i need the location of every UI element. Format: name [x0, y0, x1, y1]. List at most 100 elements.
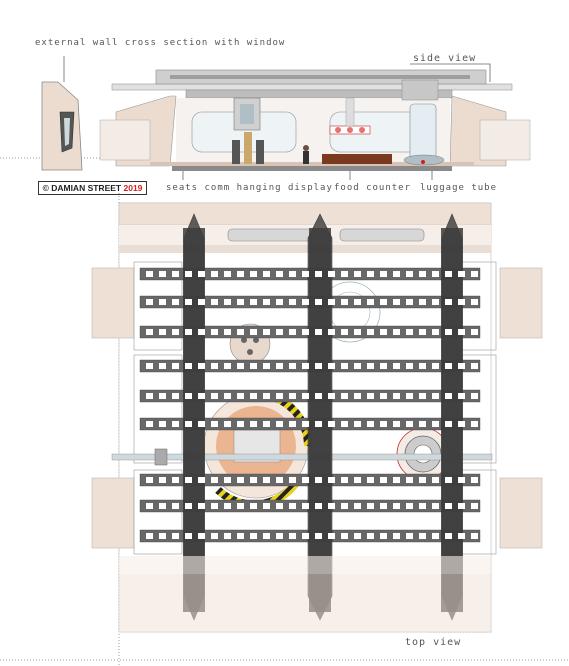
- seat-marker: [185, 421, 192, 427]
- seat-marker: [146, 363, 153, 369]
- seat-marker: [471, 299, 478, 305]
- seat-marker: [341, 271, 348, 277]
- seat-marker: [328, 421, 335, 427]
- seat-marker: [185, 329, 192, 335]
- seat-marker: [393, 299, 400, 305]
- seat-marker: [432, 533, 439, 539]
- seat-marker: [263, 503, 270, 509]
- seat-marker: [172, 533, 179, 539]
- seat-marker: [406, 477, 413, 483]
- seat-marker: [185, 363, 192, 369]
- seat-marker: [315, 329, 322, 335]
- seat-marker: [146, 393, 153, 399]
- seat-marker: [276, 503, 283, 509]
- seat-marker: [172, 421, 179, 427]
- seat-marker: [276, 533, 283, 539]
- seat-marker: [393, 421, 400, 427]
- seat-marker: [354, 363, 361, 369]
- seat-marker: [250, 421, 257, 427]
- seat-marker: [289, 299, 296, 305]
- side-view-label: side view: [413, 53, 477, 64]
- seat-marker: [471, 393, 478, 399]
- seat-marker: [276, 363, 283, 369]
- seat-marker: [445, 421, 452, 427]
- seat-marker: [406, 533, 413, 539]
- seat-marker: [263, 393, 270, 399]
- seat-marker: [471, 329, 478, 335]
- seat-marker: [367, 503, 374, 509]
- seat-marker: [159, 421, 166, 427]
- seat-marker: [445, 299, 452, 305]
- seat-marker: [445, 329, 452, 335]
- seat-marker: [159, 503, 166, 509]
- seat-marker: [302, 363, 309, 369]
- seat-marker: [159, 393, 166, 399]
- seat-marker: [302, 393, 309, 399]
- seat-marker: [211, 363, 218, 369]
- seat-marker: [341, 503, 348, 509]
- seat-marker: [406, 299, 413, 305]
- seat-marker: [354, 477, 361, 483]
- seat-marker: [380, 271, 387, 277]
- seat-marker: [237, 421, 244, 427]
- seat-marker: [328, 533, 335, 539]
- seat-marker: [250, 271, 257, 277]
- seat-marker: [237, 393, 244, 399]
- seat-marker: [367, 477, 374, 483]
- seat-marker: [250, 363, 257, 369]
- seat-marker: [471, 363, 478, 369]
- seat-marker: [263, 329, 270, 335]
- seat-marker: [250, 477, 257, 483]
- seat-marker: [471, 271, 478, 277]
- seat-marker: [380, 477, 387, 483]
- seat-marker: [367, 271, 374, 277]
- seat-marker: [198, 421, 205, 427]
- seat-marker: [315, 477, 322, 483]
- seat-marker: [146, 421, 153, 427]
- seat-marker: [159, 363, 166, 369]
- seat-marker: [276, 421, 283, 427]
- seat-marker: [315, 363, 322, 369]
- seat-marker: [315, 299, 322, 305]
- luggage-tube-label: luggage tube: [420, 183, 498, 193]
- seat-marker: [198, 271, 205, 277]
- seat-marker: [302, 477, 309, 483]
- seat-marker: [432, 329, 439, 335]
- seat-marker: [146, 299, 153, 305]
- seat-marker: [289, 363, 296, 369]
- seat-marker: [445, 533, 452, 539]
- seat-marker: [393, 329, 400, 335]
- seat-marker: [328, 299, 335, 305]
- seat-marker: [224, 421, 231, 427]
- seat-marker: [185, 299, 192, 305]
- seat-marker: [458, 393, 465, 399]
- seat-marker: [250, 503, 257, 509]
- seat-marker: [367, 421, 374, 427]
- seat-marker: [224, 299, 231, 305]
- seat-marker: [341, 477, 348, 483]
- seat-marker: [354, 299, 361, 305]
- top-view-section: [91, 202, 543, 633]
- seat-marker: [224, 503, 231, 509]
- seat-marker: [237, 477, 244, 483]
- seat-marker: [406, 363, 413, 369]
- seat-marker: [341, 329, 348, 335]
- seat-marker: [302, 271, 309, 277]
- seat-marker: [458, 533, 465, 539]
- seat-marker: [393, 271, 400, 277]
- seat-marker: [211, 393, 218, 399]
- seat-marker: [198, 299, 205, 305]
- right-alcoves: [447, 261, 543, 555]
- seat-marker: [172, 329, 179, 335]
- seat-marker: [237, 503, 244, 509]
- seat-marker: [471, 503, 478, 509]
- seat-marker: [159, 299, 166, 305]
- seat-marker: [289, 393, 296, 399]
- seat-marker: [341, 421, 348, 427]
- seat-marker: [328, 271, 335, 277]
- seat-marker: [159, 477, 166, 483]
- seat-marker: [432, 421, 439, 427]
- seat-marker: [198, 393, 205, 399]
- seat-marker: [445, 363, 452, 369]
